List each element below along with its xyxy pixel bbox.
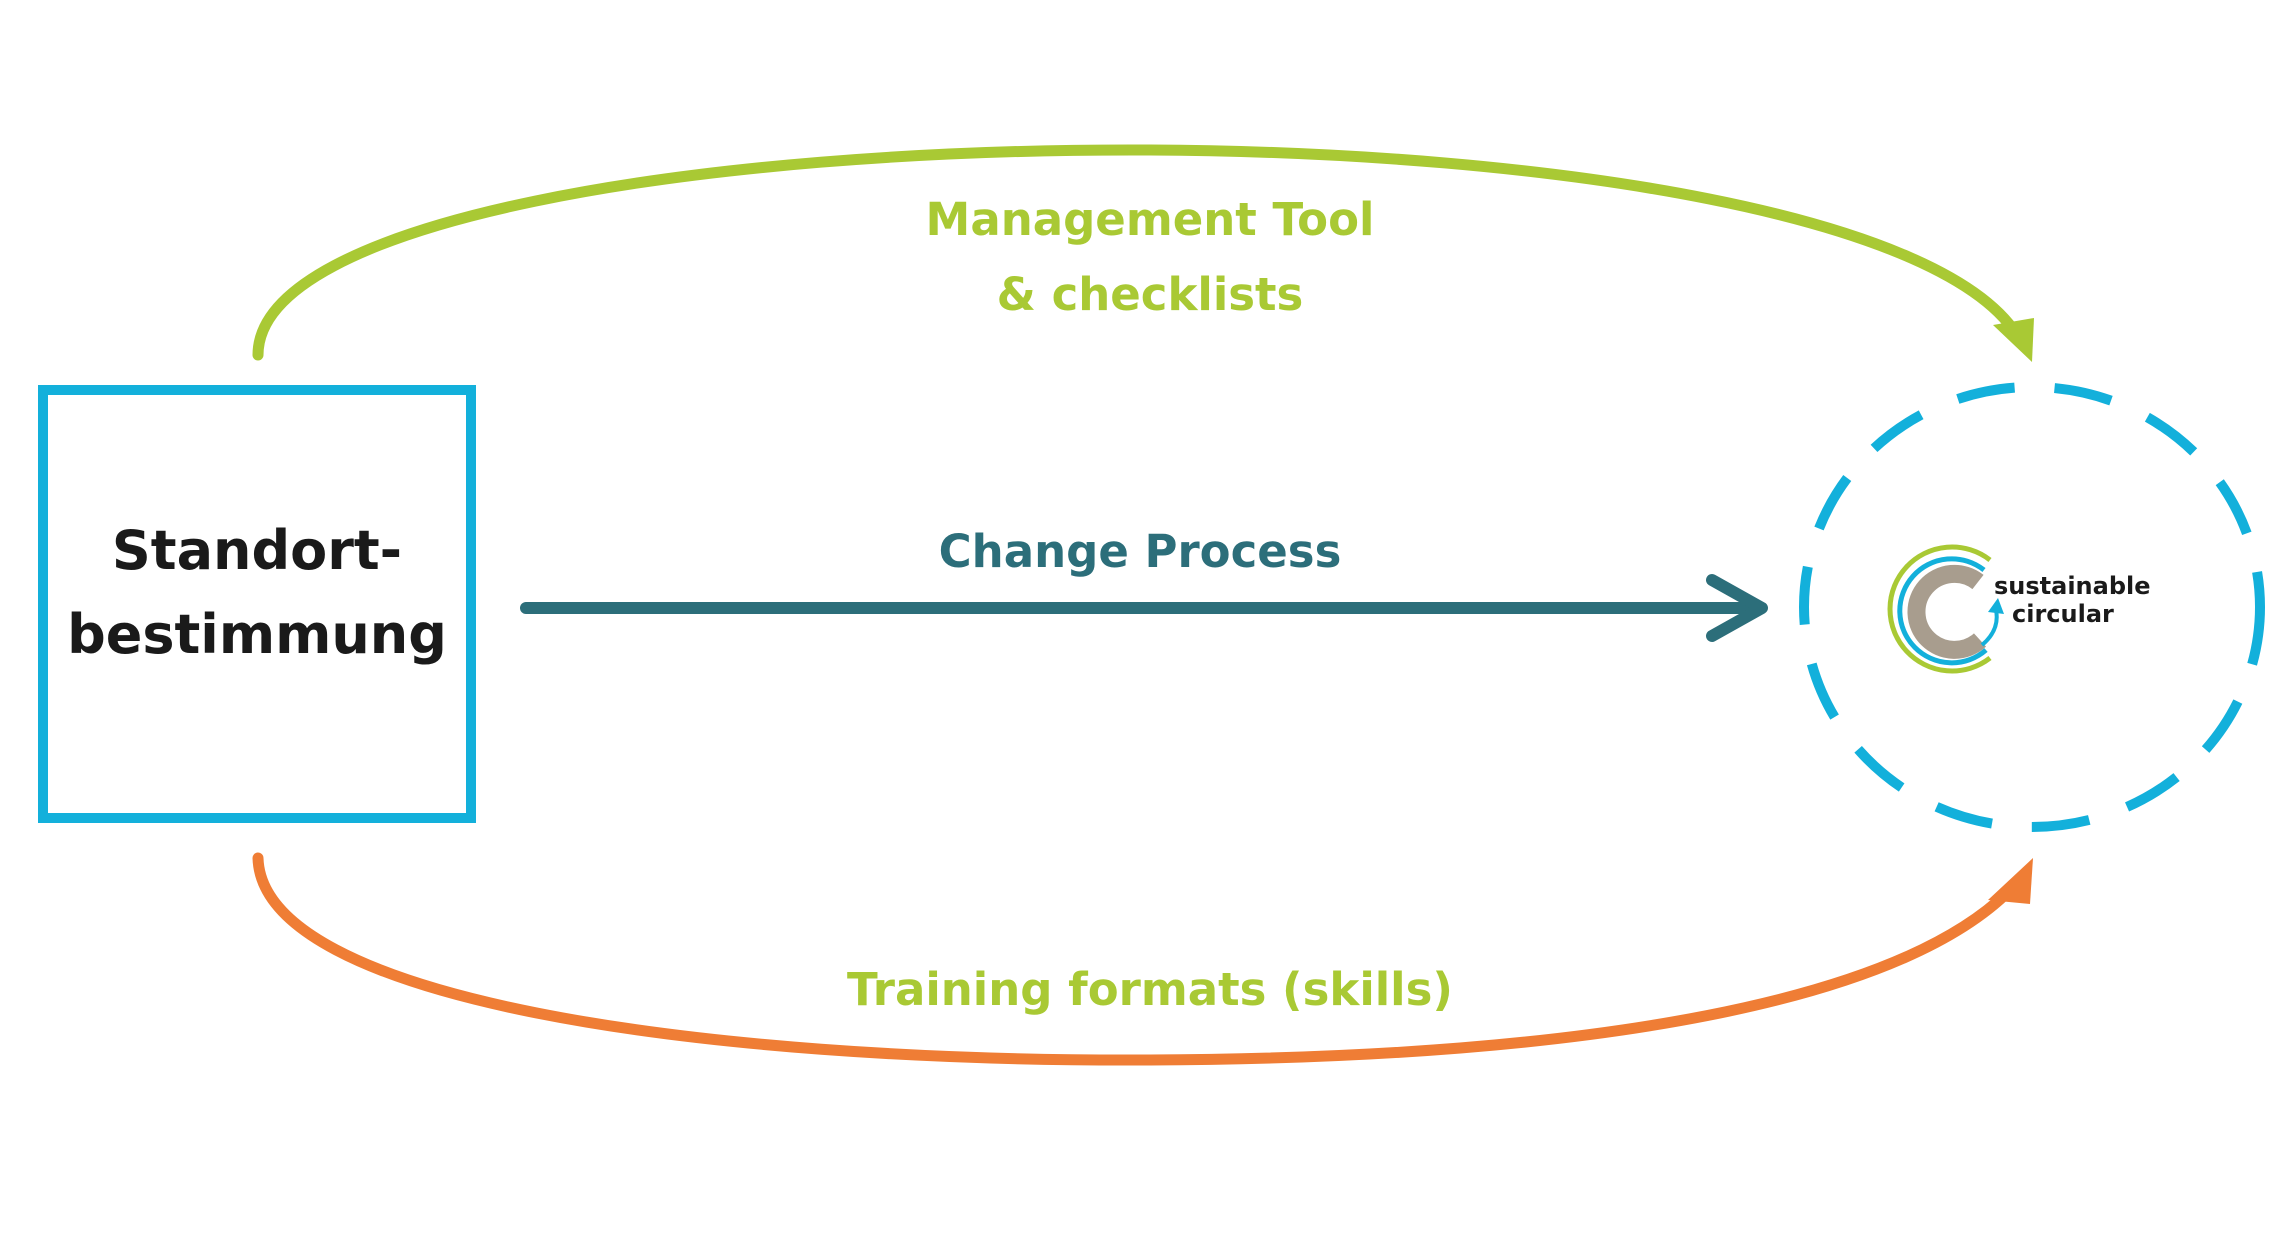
management-tool-line2: & checklists (996, 268, 1304, 321)
logo-middle-ring-icon (1897, 556, 1988, 666)
logo-text-line2: circular (2012, 600, 2114, 628)
start-box-line2: bestimmung (67, 603, 447, 666)
training-arrow-head (1988, 858, 2033, 904)
management-arrow-head (1993, 318, 2034, 362)
training-formats-label: Training formats (skills) (847, 963, 1453, 1016)
standortbestimmung-box: Standort- bestimmung (38, 385, 476, 823)
change-process-arrow-head (1706, 574, 1768, 642)
training-arrow-arc (252, 852, 2016, 1066)
logo-outer-ring-icon (1887, 544, 1992, 674)
management-tool-label: Management Tool & checklists (880, 182, 1420, 332)
logo-arrow-icon (1980, 609, 1999, 647)
target-dashed-circle (1799, 382, 2265, 832)
start-box-line1: Standort- (111, 519, 403, 582)
sustainable-circular-logo (1887, 544, 2004, 674)
management-tool-line1: Management Tool (925, 193, 1375, 246)
change-process-label: Change Process (938, 525, 1342, 578)
logo-text: sustainable circular (1994, 572, 2151, 628)
management-arrow-arc (252, 144, 2026, 361)
logo-text-line1: sustainable (1994, 572, 2151, 600)
start-box-label: Standort- bestimmung (67, 509, 447, 677)
logo-arrow-head-icon (1988, 598, 2004, 614)
logo-inner-ring-icon (1907, 564, 1987, 659)
